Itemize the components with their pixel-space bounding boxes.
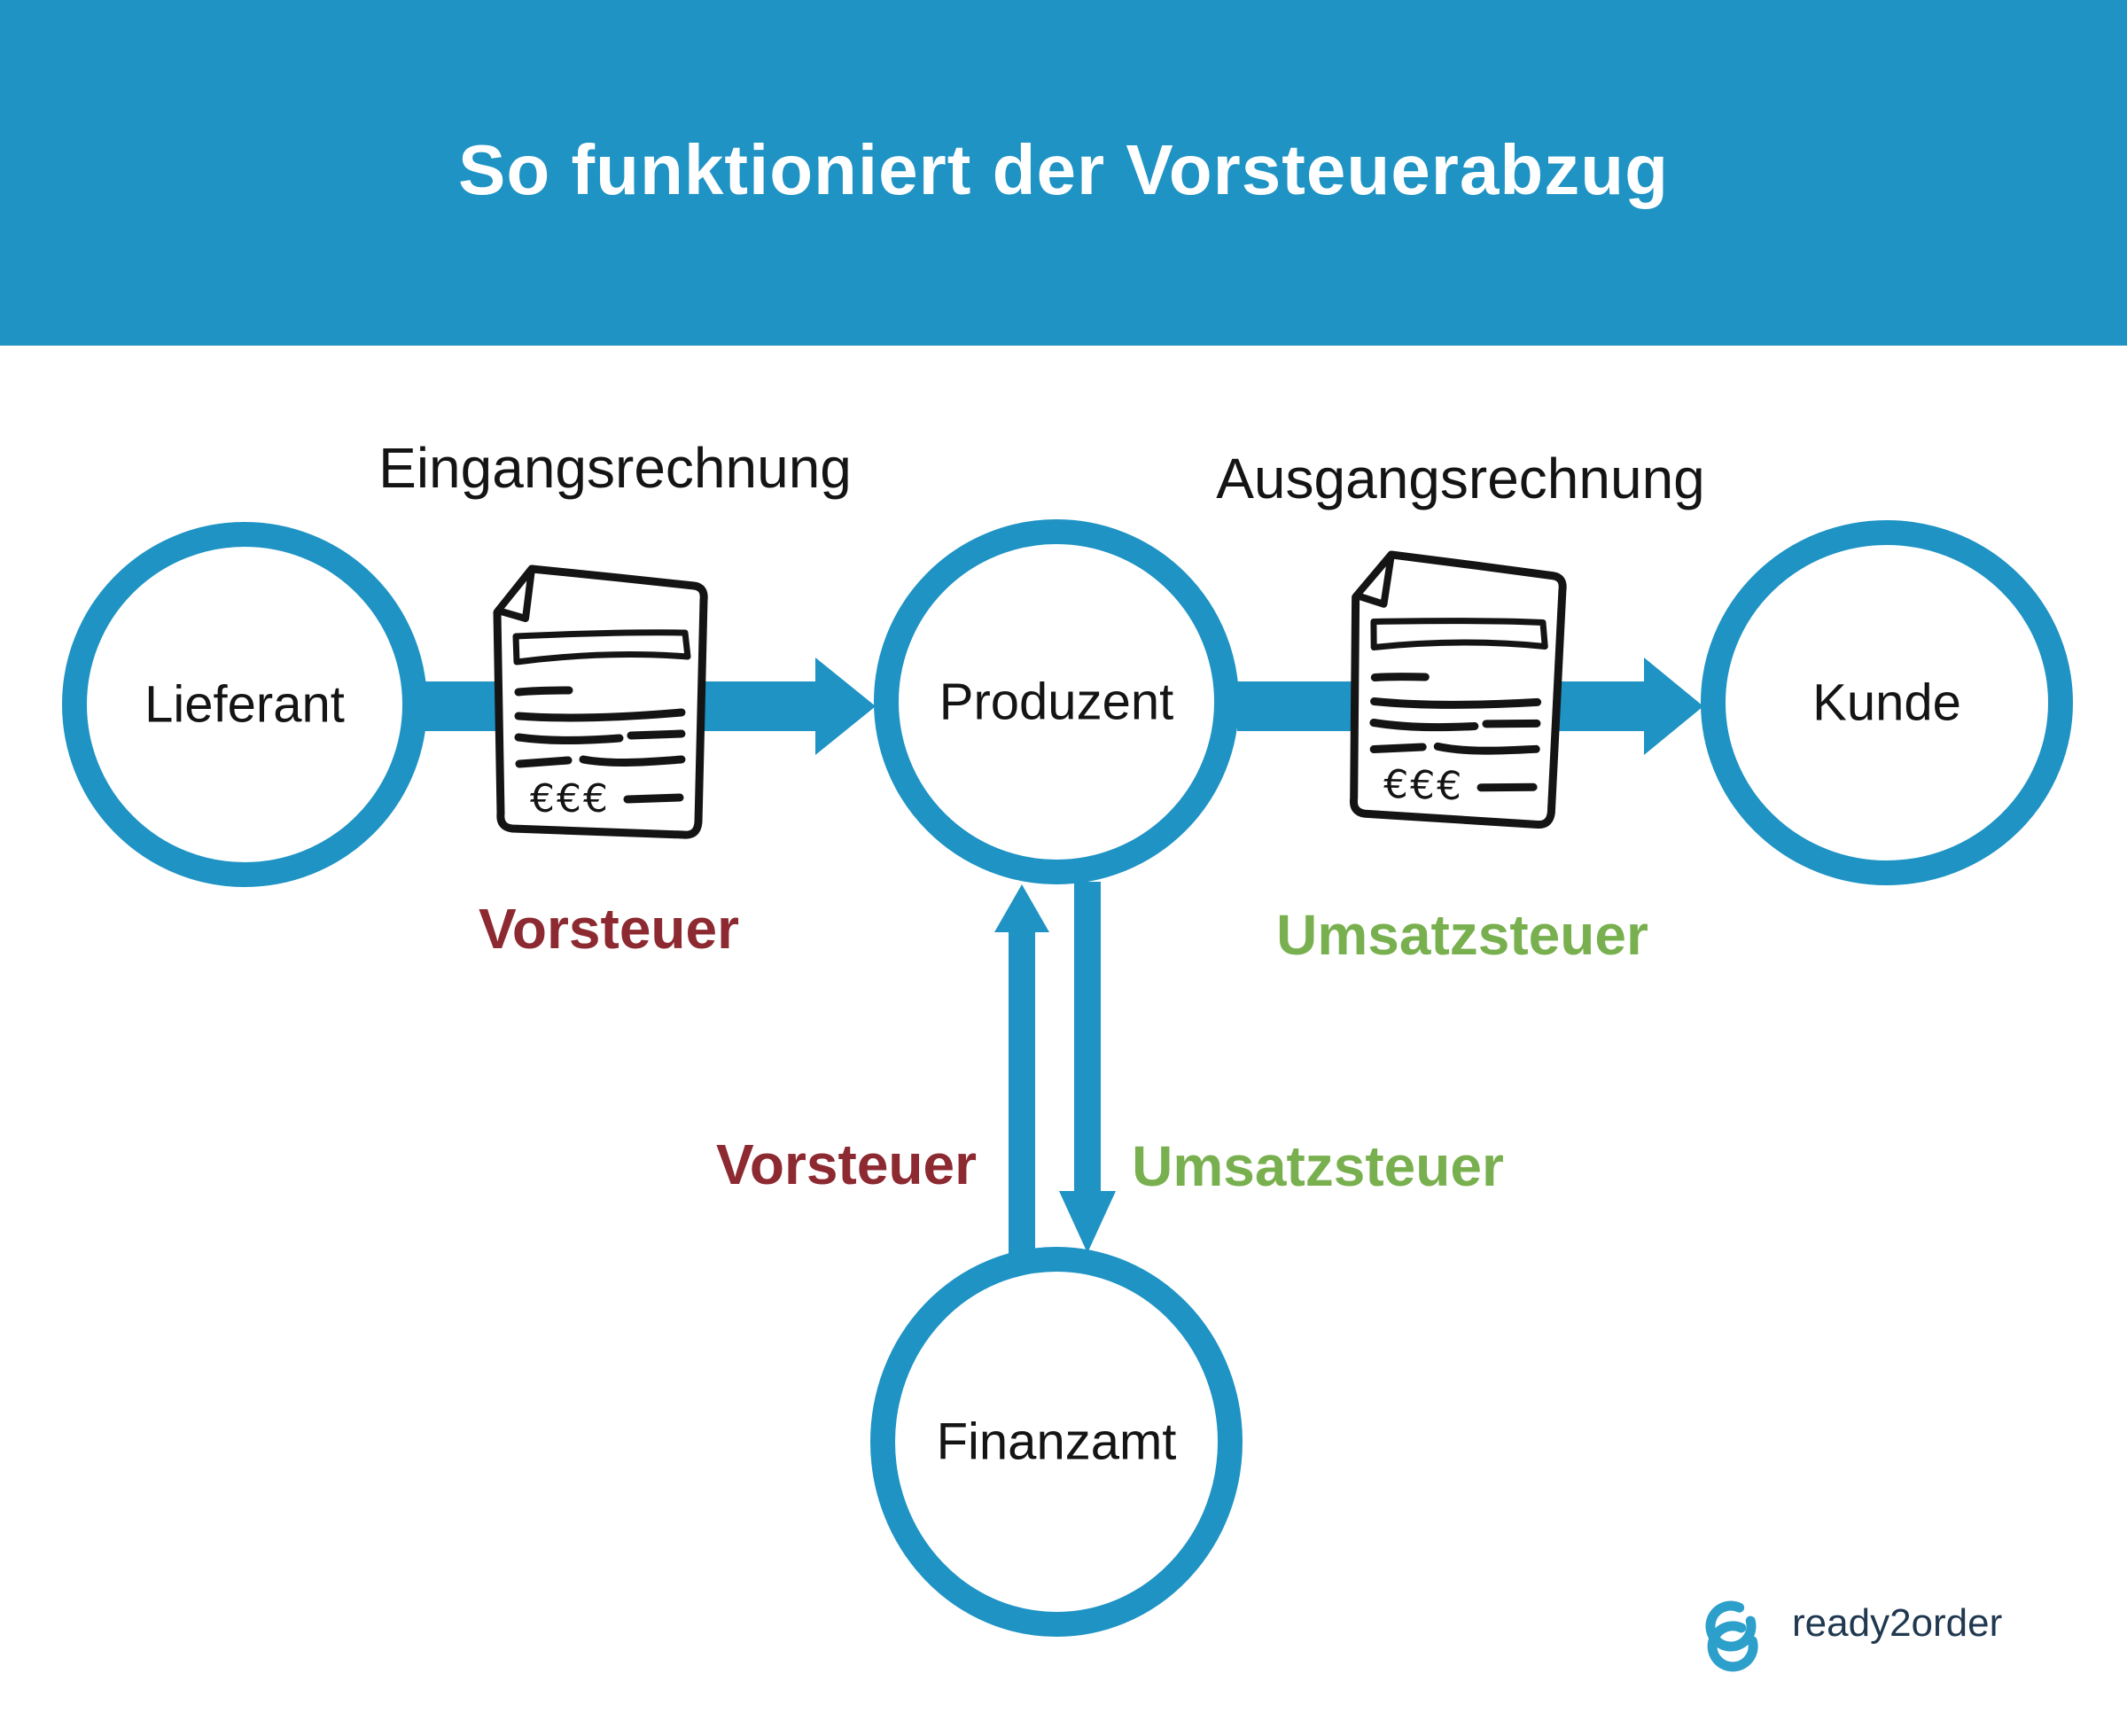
supplier-circle bbox=[62, 522, 427, 887]
incoming-invoice-label: Eingangsrechnung bbox=[378, 436, 852, 500]
input-tax-label-top: Vorsteuer bbox=[478, 897, 740, 961]
invoice-currency-text: €€€ bbox=[530, 776, 610, 821]
invoice-currency-text: €€€ bbox=[1383, 762, 1463, 809]
invoice-folded-corner bbox=[495, 565, 535, 622]
invoice-text-lines bbox=[514, 686, 686, 804]
sales-tax-label-bottom: Umsatzsteuer bbox=[1132, 1134, 1504, 1198]
customer-node-label: Kunde bbox=[1812, 673, 1961, 732]
ready2order-logo-icon bbox=[1705, 1600, 1758, 1672]
customer-circle bbox=[1701, 520, 2073, 885]
tax-office-node-label: Finanzamt bbox=[936, 1413, 1177, 1471]
input-tax-label-bottom: Vorsteuer bbox=[715, 1133, 978, 1196]
supplier-node-label: Lieferant bbox=[144, 675, 345, 734]
arrow-taxoffice-to-producer bbox=[994, 884, 1049, 1262]
header-banner: So funktioniert der Vorsteuerabzug bbox=[0, 0, 2127, 346]
invoice-text-lines bbox=[1369, 673, 1542, 792]
outgoing-invoice-icon: €€€ bbox=[1349, 550, 1567, 829]
invoice-header-box bbox=[1370, 618, 1548, 650]
arrow-producer-to-taxoffice bbox=[1059, 882, 1116, 1253]
page-title: So funktioniert der Vorsteuerabzug bbox=[458, 130, 1669, 209]
producer-node-label: Produzent bbox=[939, 673, 1174, 731]
incoming-invoice-icon: €€€ bbox=[493, 564, 708, 839]
tax-office-circle bbox=[870, 1247, 1243, 1637]
producer-circle bbox=[874, 519, 1239, 884]
ready2order-logo-text: ready2order bbox=[1792, 1601, 2003, 1645]
outgoing-invoice-label: Ausgangsrechnung bbox=[1216, 447, 1705, 510]
invoice-folded-corner bbox=[1352, 550, 1395, 608]
sales-tax-label-top: Umsatzsteuer bbox=[1276, 903, 1648, 967]
invoice-header-box bbox=[512, 629, 691, 666]
